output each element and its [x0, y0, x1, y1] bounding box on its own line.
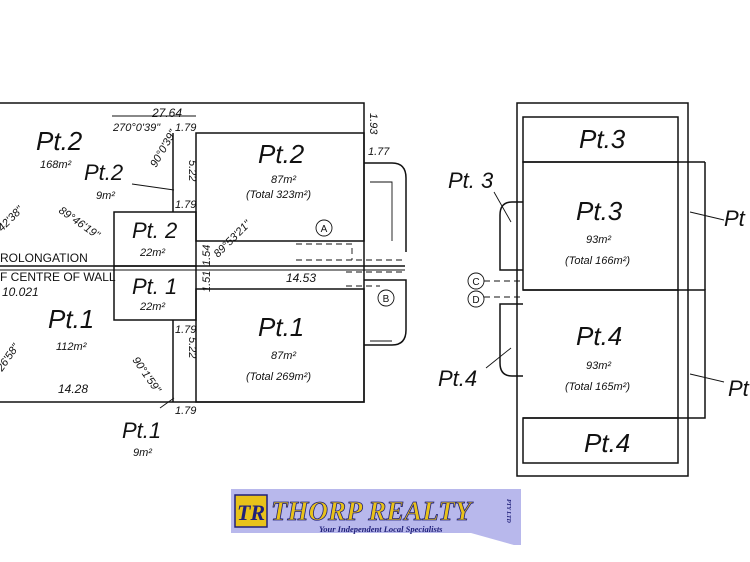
logo-badge: PTY LTD: [505, 499, 511, 523]
svg-text:A: A: [321, 224, 328, 235]
pt3-side-label: Pt. 3: [448, 168, 494, 193]
pt4-side-label: Pt.4: [438, 366, 477, 391]
pt2-small-area: 9m²: [96, 190, 115, 202]
courtyard-outline: [113, 211, 197, 321]
easement-b: [346, 271, 405, 287]
svg-text:TR: TR: [237, 500, 265, 525]
pt1-main-area: 87m²: [271, 350, 296, 362]
leader-pt-right-bottom: [689, 373, 725, 383]
logo-name: THORP REALTY: [271, 496, 474, 526]
dim-bearing-top: 270°0'39": [112, 122, 161, 134]
svg-text:B: B: [383, 294, 390, 305]
pt1-center-area: 22m²: [139, 301, 165, 313]
dim-27-64: 27.64: [151, 106, 182, 120]
logo-tagline: Your Independent Local Specialists: [319, 524, 443, 534]
dim-1-77: 1.77: [368, 146, 390, 158]
right-plan: [484, 102, 725, 477]
pt2-outer-area: 168m²: [40, 159, 72, 171]
right-easement: [484, 280, 523, 298]
pt1-small-label: Pt.1: [122, 418, 161, 443]
pt2-small-label: Pt.2: [84, 160, 123, 185]
pt4-side-annex: [499, 303, 523, 377]
leader-pt1-small: [159, 397, 175, 409]
pt-right-top-label: Pt: [724, 206, 746, 231]
svg-text:D: D: [472, 295, 479, 306]
marker-b: B: [377, 289, 395, 307]
svg-text:C: C: [472, 277, 479, 288]
pt1-outer-label: Pt.1: [48, 304, 94, 334]
pt2-main-area: 87m²: [271, 174, 296, 186]
pt3-main-label: Pt.3: [576, 196, 623, 226]
pt2-main-total: (Total 323m²): [246, 189, 311, 201]
dim-5-22-b: 5.22: [186, 337, 198, 358]
dim-90-1-59: 90°1'59": [130, 355, 164, 396]
left-plan-boundary: [0, 102, 365, 403]
dim-1-93: 1.93: [367, 113, 379, 135]
dim-1-54: 1.54: [201, 245, 213, 266]
dim-1-79-a: 1.79: [175, 122, 196, 134]
leader-pt-right-top: [689, 211, 725, 221]
dim-26-58: 26'58": [0, 341, 23, 375]
right-plan-boundary: [516, 102, 689, 477]
dim-1-79-c: 1.79: [175, 324, 196, 336]
pt2-center-area: 22m²: [139, 247, 165, 259]
pt4-main-label: Pt.4: [576, 321, 622, 351]
leader-pt4-side: [485, 347, 512, 369]
dim-1-79-d: 1.79: [175, 405, 196, 417]
dim-14-28: 14.28: [58, 382, 88, 396]
dim-1-51: 1.51: [201, 271, 213, 292]
marker-a: A: [315, 219, 333, 237]
pt4-main-area: 93m²: [586, 360, 611, 372]
pt2-main-label: Pt.2: [258, 139, 305, 169]
pt1-small-area: 9m²: [133, 447, 152, 459]
leader-pt2-small: [131, 183, 175, 191]
dim-5-22-a: 5.22: [186, 160, 198, 181]
pt3-top-label: Pt.3: [579, 124, 626, 154]
dim-10-021: 10.021: [2, 285, 39, 299]
pt-right-bottom-label: Pt: [728, 376, 750, 401]
pt1-unit-outline: [195, 288, 365, 403]
pt1-main-total: (Total 269m²): [246, 371, 311, 383]
tr-monogram: TR: [234, 494, 268, 528]
pt2-outer-label: Pt.2: [36, 126, 83, 156]
centre-wall-note: F CENTRE OF WALL: [0, 270, 116, 284]
easement-a: [296, 243, 405, 261]
annex-bottom: [364, 279, 407, 346]
dim-42-38: 42'38": [0, 203, 26, 234]
pt1-main-label: Pt.1: [258, 312, 304, 342]
pt3-side-annex: [499, 201, 523, 271]
pt3-unit-outline: [522, 161, 679, 291]
marker-d: D: [467, 290, 485, 308]
pt4-bottom-lot: [522, 417, 679, 464]
pt4-bottom-label: Pt.4: [584, 428, 630, 458]
annex-inner: [370, 181, 393, 342]
dim-14-53: 14.53: [286, 271, 316, 285]
marker-c: C: [467, 272, 485, 290]
pt3-main-total: (Total 166m²): [565, 255, 630, 267]
pt3-main-area: 93m²: [586, 234, 611, 246]
dim-89-53-21: 89°53'21": [212, 218, 255, 261]
annex-top: [364, 162, 407, 252]
pt4-main-total: (Total 165m²): [565, 381, 630, 393]
pt1-center-label: Pt. 1: [132, 274, 177, 299]
dim-89-46-19: 89°46'19": [56, 205, 102, 242]
left-plan: [0, 102, 407, 409]
pt1-outer-area: 112m²: [56, 341, 87, 353]
leader-pt3-side: [493, 191, 512, 223]
thorp-realty-logo: TR THORP REALTY PTY LTD Your Independent…: [231, 489, 521, 545]
pt2-center-label: Pt. 2: [132, 218, 177, 243]
pt2-unit-outline: [195, 132, 365, 242]
prolongation-note: ROLONGATION: [0, 251, 88, 265]
dim-1-79-b: 1.79: [175, 199, 196, 211]
